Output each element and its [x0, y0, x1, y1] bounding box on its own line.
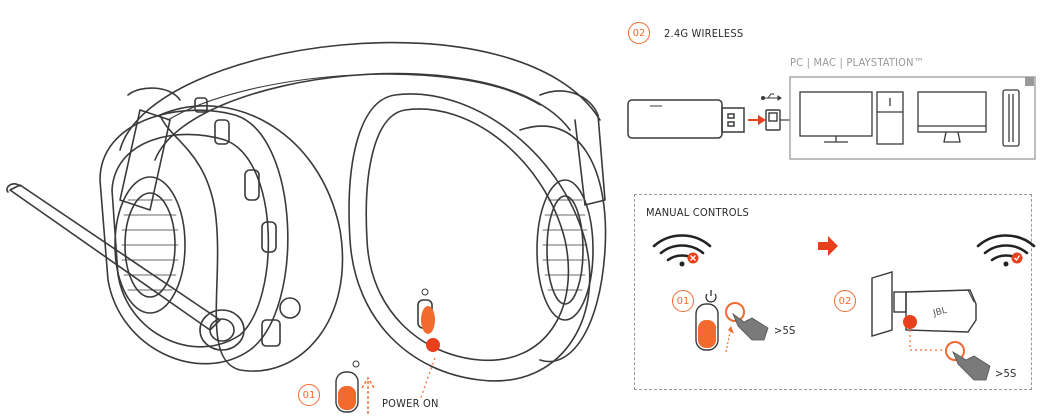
- usb-icon: [761, 93, 782, 101]
- headband: [119, 41, 601, 151]
- power-on-label: POWER ON: [382, 397, 439, 410]
- wireless-label: 2.4G WIRELESS: [664, 27, 744, 40]
- power-step-badge: 01: [298, 384, 320, 406]
- usb-dongle-plugged: [871, 271, 977, 337]
- wifi-disconnected-icon: [652, 234, 712, 262]
- manual-step1-badge: 01: [672, 290, 694, 312]
- hand-press-icon: [952, 351, 991, 381]
- manual-step2-badge: 02: [834, 290, 856, 312]
- usb-dongle: [627, 99, 745, 139]
- pc-tower: [876, 91, 904, 145]
- microphone-boom: [9, 184, 221, 331]
- right-earcup: [348, 93, 591, 382]
- pc-monitor: [799, 91, 873, 143]
- mac-monitor: [917, 91, 987, 143]
- power-icon: [705, 290, 717, 303]
- dongle-brand: JBL: [931, 306, 948, 320]
- hold-time-2: >5S: [995, 367, 1017, 380]
- arrow-right-icon: [818, 236, 838, 256]
- wifi-connected-icon: [976, 234, 1036, 262]
- arrow-right-icon: [748, 115, 766, 125]
- manual-controls-title: MANUAL CONTROLS: [646, 206, 749, 219]
- hand-press-icon: [732, 312, 769, 341]
- devices-label: PC | MAC | PLAYSTATION™: [790, 56, 924, 69]
- power-switch-manual: [695, 303, 734, 353]
- wireless-step-badge: 02: [628, 22, 650, 44]
- playstation-console: [1002, 89, 1020, 147]
- power-switch-highlight: [421, 306, 435, 334]
- power-slider-detail: [335, 360, 375, 414]
- left-earcup: [99, 109, 289, 365]
- manual-controls-box: [634, 194, 1032, 390]
- hold-time-1: >5S: [774, 324, 796, 337]
